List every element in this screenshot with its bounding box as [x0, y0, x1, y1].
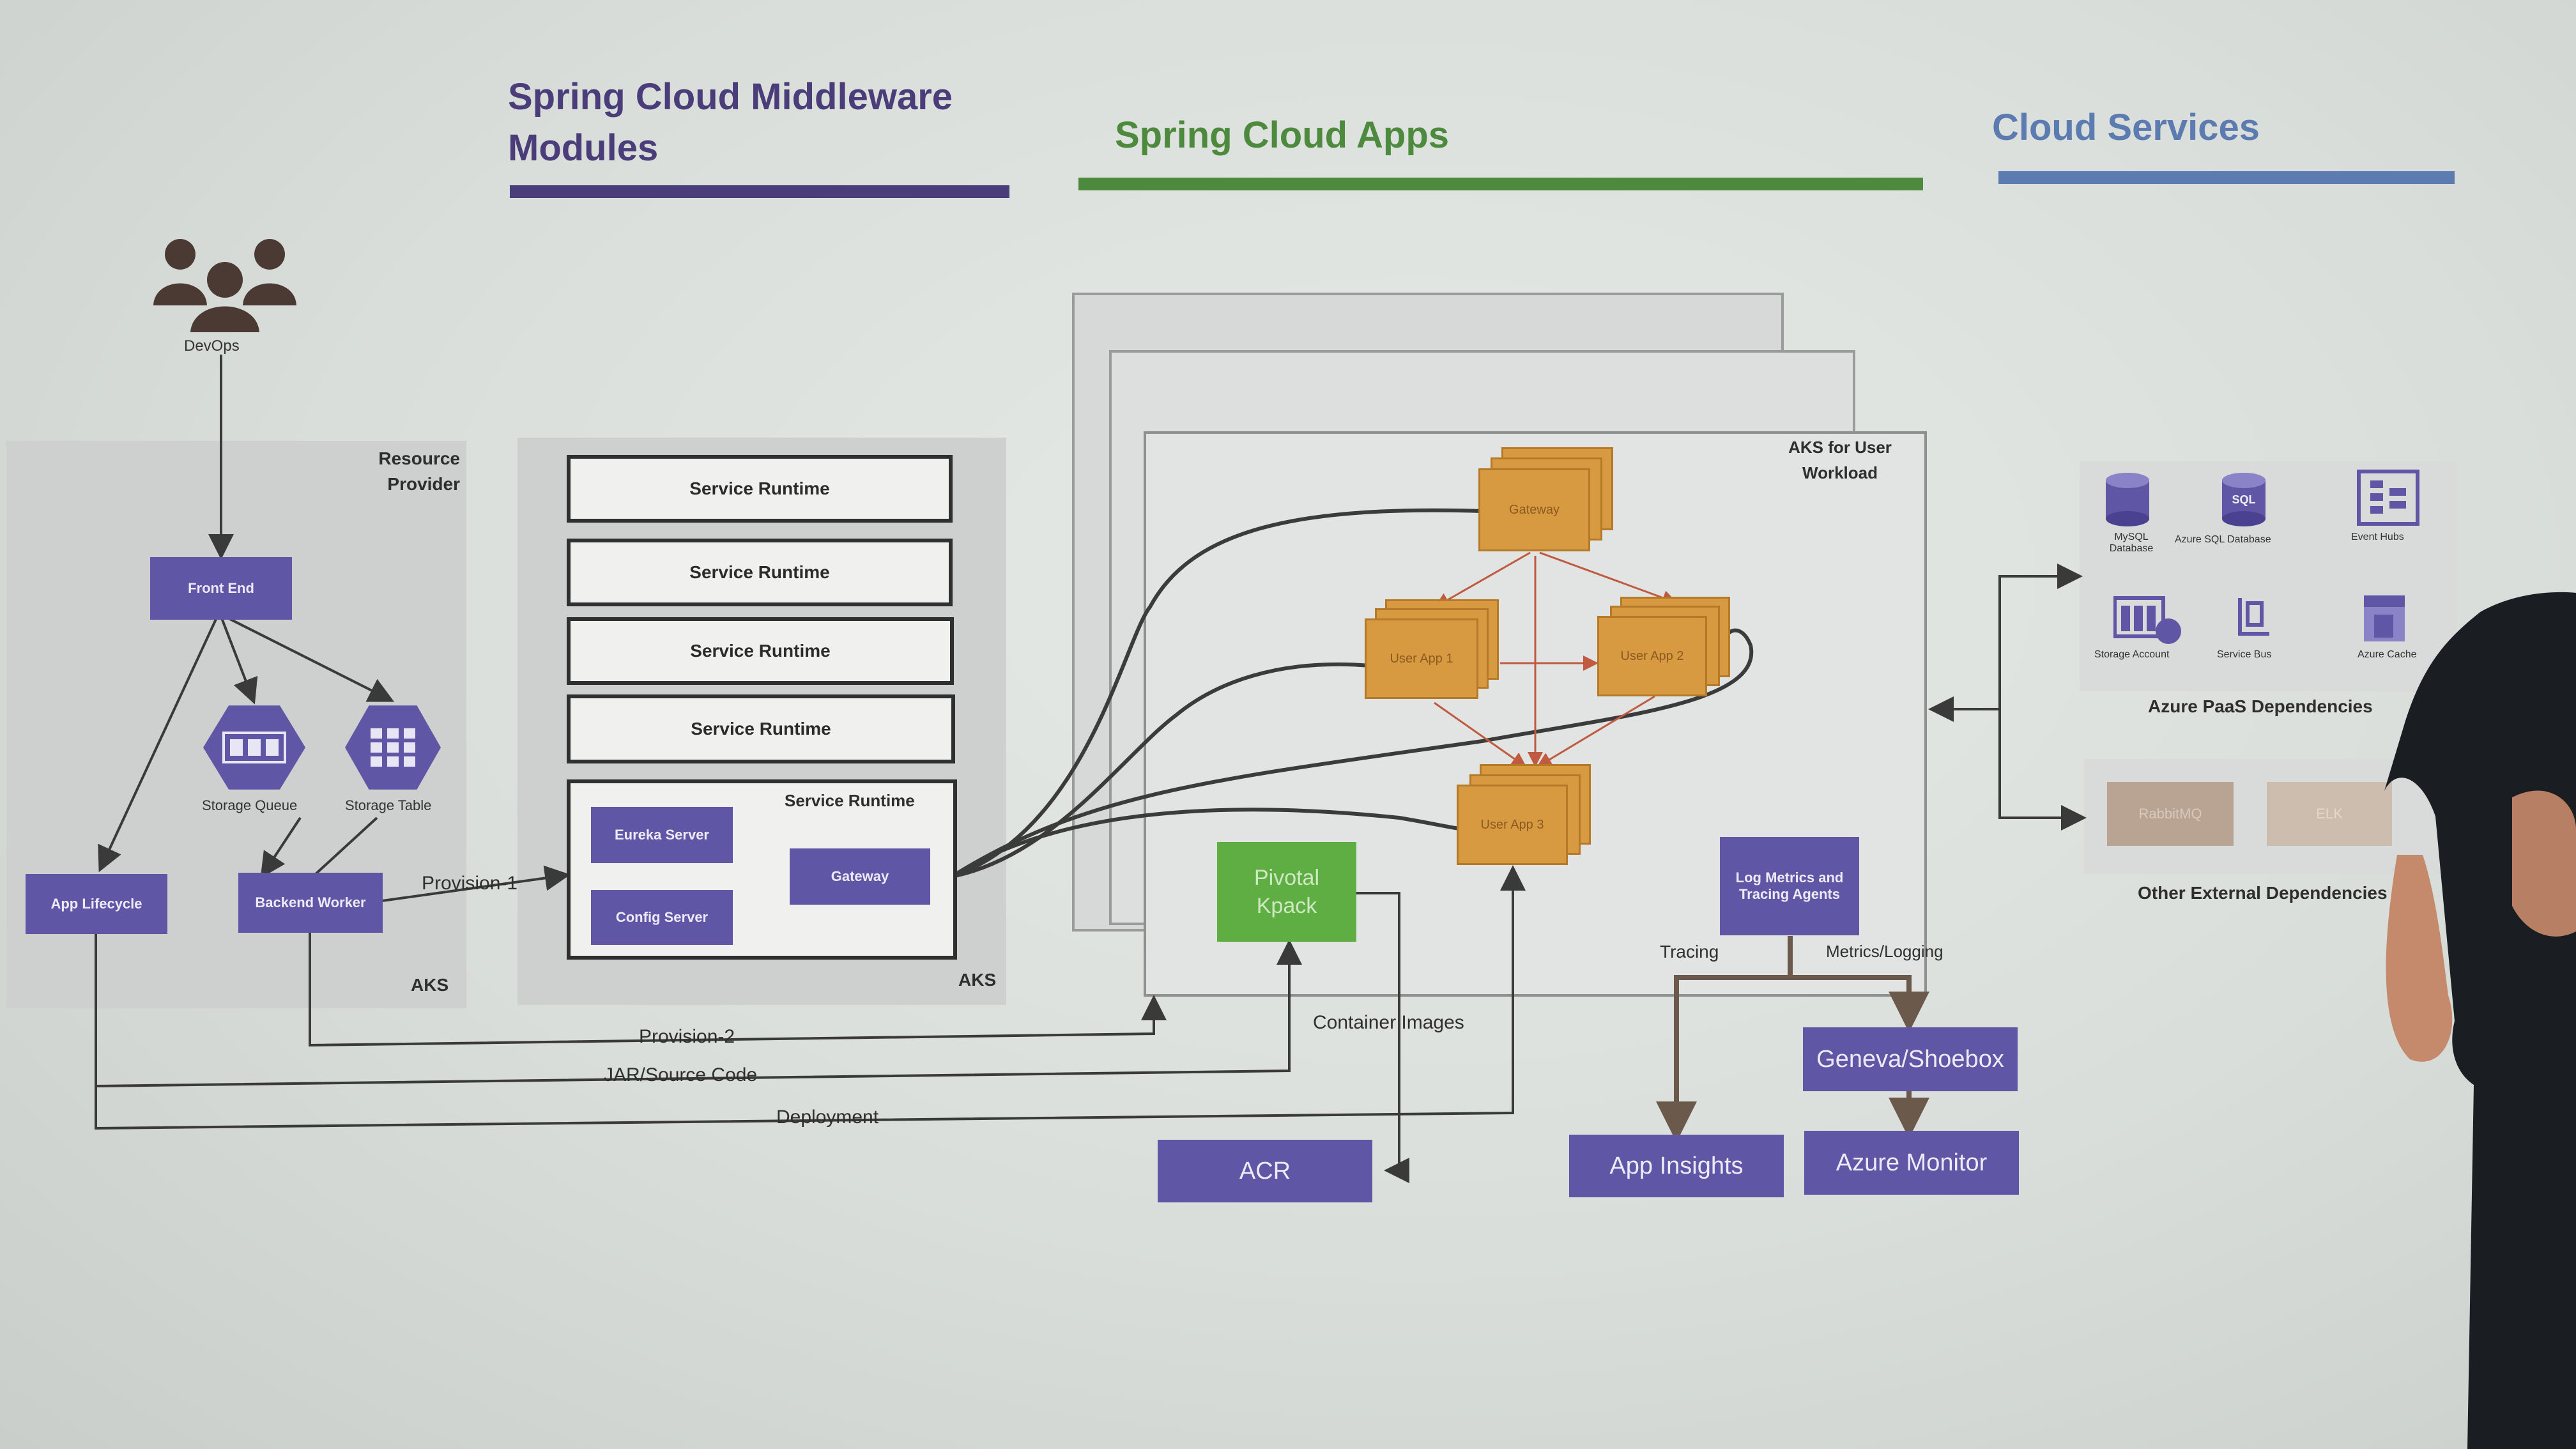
resource-provider-title: Resource Provider: [378, 448, 460, 494]
app-stack-gateway[interactable]: Gateway: [1478, 468, 1590, 551]
storage-table-label: Storage Table: [345, 797, 432, 813]
header-cloud: Cloud Services: [1992, 107, 2260, 148]
app-lifecycle-box[interactable]: App Lifecycle: [26, 874, 167, 934]
acr-box[interactable]: ACR: [1158, 1140, 1372, 1202]
paas-label-2: Event Hubs: [2351, 532, 2404, 542]
pivotal-kpack-label: Pivotal Kpack: [1254, 866, 1320, 918]
event-hubs-icon: [2357, 470, 2419, 526]
storage-account-icon: [2113, 596, 2181, 644]
users-icon: [153, 239, 296, 332]
provision2-label: Provision-2: [639, 1026, 735, 1047]
app-insights-box[interactable]: App Insights: [1569, 1135, 1784, 1197]
azure-monitor-box[interactable]: Azure Monitor: [1804, 1131, 2019, 1195]
app-stack-2[interactable]: User App 2: [1597, 616, 1707, 696]
pivotal-kpack-box[interactable]: Pivotal Kpack: [1217, 842, 1356, 942]
header-cloud-rule: [1998, 171, 2455, 184]
database-icon: [2106, 473, 2149, 526]
provision1-label: Provision-1: [422, 873, 518, 894]
presenter-figure: [2384, 592, 2576, 1449]
service-runtime-1[interactable]: Service Runtime: [567, 455, 953, 523]
service-runtime-group-title: Service Runtime: [785, 791, 915, 810]
devops-label: DevOps: [184, 337, 240, 355]
config-server-box[interactable]: Config Server: [591, 890, 733, 945]
paas-label-3: Storage Account: [2094, 649, 2170, 660]
service-runtime-3[interactable]: Service Runtime: [567, 617, 954, 685]
app-stack-1[interactable]: User App 1: [1365, 618, 1478, 699]
front-end-box[interactable]: Front End: [150, 557, 292, 620]
external-title: Other External Dependencies: [2138, 883, 2388, 903]
backend-worker-box[interactable]: Backend Worker: [238, 873, 383, 933]
queue-glyph: [222, 732, 286, 763]
paas-label-5: Azure Cache: [2358, 649, 2417, 660]
middleware-aks: AKS: [958, 970, 997, 990]
app-stack-2-label: User App 2: [1620, 648, 1684, 663]
resource-provider-aks: AKS: [411, 975, 449, 995]
sql-database-icon: SQL: [2222, 473, 2266, 526]
deployment-label: Deployment: [776, 1107, 879, 1128]
geneva-shoebox-box[interactable]: Geneva/Shoebox: [1803, 1027, 2018, 1091]
app-stack-1-label: User App 1: [1390, 651, 1453, 666]
svg-text:SQL: SQL: [2232, 493, 2255, 506]
tracing-label: Tracing: [1660, 942, 1719, 962]
paas-label-4: Service Bus: [2217, 649, 2272, 660]
jar-source-label: JAR/Source Code: [604, 1064, 758, 1085]
metrics-logging-label: Metrics/Logging: [1826, 942, 1943, 961]
service-bus-icon: [2238, 598, 2269, 636]
paas-label-1: Azure SQL Database: [2175, 534, 2271, 545]
log-agent-box[interactable]: Log Metrics and Tracing Agents: [1720, 837, 1859, 935]
container-images-label: Container Images: [1313, 1012, 1464, 1033]
external-rabbitmq-label: RabbitMQ: [2138, 806, 2202, 822]
app-stack-gateway-label: Gateway: [1509, 502, 1560, 517]
storage-queue-label: Storage Queue: [202, 797, 298, 813]
service-runtime-2[interactable]: Service Runtime: [567, 539, 953, 606]
cache-icon: [2364, 595, 2405, 641]
app-stack-3-label: User App 3: [1480, 817, 1544, 832]
external-rabbitmq-box[interactable]: RabbitMQ: [2107, 782, 2234, 846]
header-middleware: Spring Cloud Middleware Modules: [508, 76, 953, 169]
aks-user-workload-title: AKS for User Workload: [1788, 438, 1892, 482]
header-middleware-rule: [510, 185, 1009, 198]
external-elk-box[interactable]: ELK: [2267, 782, 2392, 846]
table-grid-glyph: [371, 728, 415, 767]
eureka-server-box[interactable]: Eureka Server: [591, 807, 733, 863]
service-runtime-4[interactable]: Service Runtime: [567, 694, 955, 763]
paas-title: Azure PaaS Dependencies: [2148, 696, 2373, 716]
paas-label-0: MySQL Database: [2109, 532, 2154, 554]
header-apps-rule: [1078, 178, 1923, 190]
app-stack-3[interactable]: User App 3: [1457, 785, 1568, 865]
gateway-box[interactable]: Gateway: [790, 848, 930, 905]
header-apps: Spring Cloud Apps: [1115, 114, 1450, 156]
